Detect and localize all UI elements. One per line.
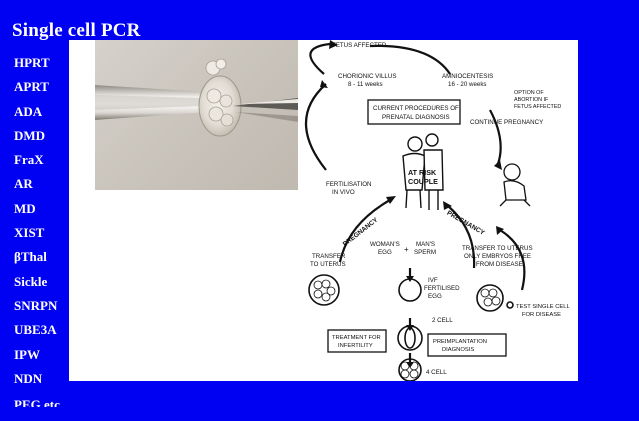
gene-item: Sickle bbox=[14, 274, 60, 298]
label-two-cell: 2 CELL bbox=[432, 317, 453, 324]
label-at-risk-1: AT RISK bbox=[408, 168, 437, 177]
label-treatment-1: TREATMENT FOR bbox=[332, 335, 381, 341]
label-plus: + bbox=[404, 245, 409, 254]
label-ivf-2: FERTILISED bbox=[424, 285, 460, 292]
label-ivf-3: EGG bbox=[428, 293, 442, 300]
label-transfer-right-2: ONLY EMBRYOS FREE bbox=[464, 253, 531, 260]
label-preimplantation-1: PREIMPLANTATION bbox=[433, 339, 487, 345]
gene-item: PEG etc bbox=[14, 395, 60, 407]
label-test-1: TEST SINGLE CELL bbox=[516, 304, 570, 310]
label-mans-2: SPERM bbox=[414, 249, 436, 256]
label-treatment-2: INFERTILITY bbox=[338, 343, 373, 349]
label-option-3: FETUS AFFECTED bbox=[514, 104, 561, 110]
gene-item: APRT bbox=[14, 79, 60, 103]
gene-item: XIST bbox=[14, 225, 60, 249]
ivf-egg-icon bbox=[399, 279, 421, 301]
label-transfer-left-1: TRANSFER bbox=[312, 253, 346, 260]
label-at-risk-2: COUPLE bbox=[408, 177, 438, 186]
label-fetus-affected: FETUS AFFECTED bbox=[332, 42, 387, 49]
label-current-procedures-2: PRENATAL DIAGNOSIS bbox=[382, 114, 450, 121]
label-current-procedures-1: CURRENT PROCEDURES OF bbox=[373, 105, 459, 112]
label-chorionic-villus: CHORIONIC VILLUS bbox=[338, 73, 396, 80]
label-fertilisation-2: IN VIVO bbox=[332, 189, 355, 196]
label-transfer-right-1: TRANSFER TO UTERUS bbox=[462, 245, 533, 252]
arrow-to-fetus-affected bbox=[310, 44, 330, 74]
label-four-cell: 4 CELL bbox=[426, 369, 447, 376]
gene-item: AR bbox=[14, 176, 60, 200]
label-test-2: FOR DISEASE bbox=[522, 312, 561, 318]
arrow-transfer-right bbox=[500, 230, 524, 290]
arrow-amnio-to-fetus bbox=[370, 46, 450, 74]
label-transfer-left-2: TO UTERUS bbox=[310, 261, 346, 268]
label-womans-2: EGG bbox=[378, 249, 392, 256]
label-chorionic-weeks: 8 - 11 weeks bbox=[348, 81, 383, 88]
arrow-fertilisation-up bbox=[306, 84, 326, 170]
diagnosis-diagram: FETUS AFFECTED CHORIONIC VILLUS 8 - 11 w… bbox=[300, 40, 578, 381]
label-ivf-1: IVF bbox=[428, 277, 438, 284]
gene-item: FraX bbox=[14, 152, 60, 176]
label-preimplantation-2: DIAGNOSIS bbox=[442, 347, 474, 353]
label-pregnancy-right: PREGNANCY bbox=[446, 210, 487, 237]
label-transfer-right-3: FROM DISEASE bbox=[476, 261, 523, 268]
label-amnio-weeks: 16 - 20 weeks bbox=[448, 81, 487, 88]
gene-item: NDN bbox=[14, 371, 60, 395]
gene-item: UBE3A bbox=[14, 322, 60, 346]
gene-list: HPRT APRT ADA DMD FraX AR MD XIST βThal … bbox=[14, 55, 60, 407]
baby-icon bbox=[500, 164, 530, 206]
label-option-2: ABORTION IF bbox=[514, 97, 549, 103]
label-continue-pregnancy: CONTINUE PREGNANCY bbox=[470, 119, 543, 126]
slide-title: Single cell PCR bbox=[12, 20, 141, 42]
label-womans-1: WOMAN'S bbox=[370, 241, 400, 248]
gene-item: βThal bbox=[14, 249, 60, 273]
label-mans-1: MAN'S bbox=[416, 241, 435, 248]
embryo-biopsy-photo bbox=[95, 40, 298, 190]
label-amniocentesis: AMNIOCENTESIS bbox=[442, 73, 493, 80]
gene-item: MD bbox=[14, 201, 60, 225]
gene-item: IPW bbox=[14, 347, 60, 371]
gene-item: HPRT bbox=[14, 55, 60, 79]
gene-item: ADA bbox=[14, 104, 60, 128]
label-option-1: OPTION OF bbox=[514, 90, 544, 96]
gene-item: SNRPN bbox=[14, 298, 60, 322]
gene-item: DMD bbox=[14, 128, 60, 152]
label-fertilisation-1: FERTILISATION bbox=[326, 181, 372, 188]
